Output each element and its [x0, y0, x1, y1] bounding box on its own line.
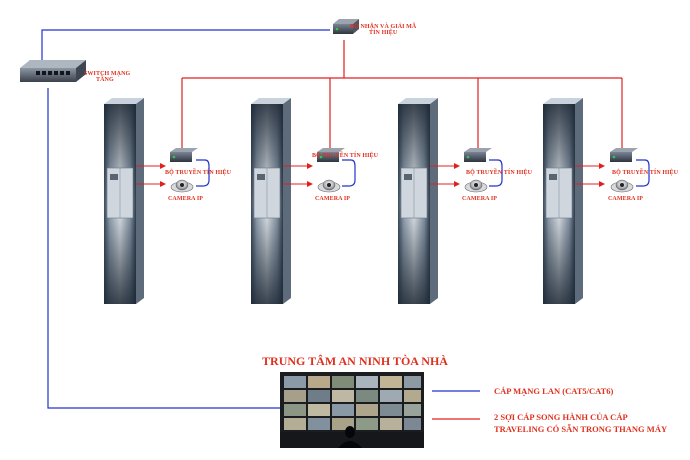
camera-icon-2: [317, 179, 341, 193]
elevator-shaft-3: [398, 98, 460, 304]
transmitter-label-2: BỘ TRUYỀN TÍN HIỆU: [312, 153, 379, 159]
elevator-shaft-2: [251, 98, 313, 304]
lan-cables: [41, 29, 650, 409]
traveling-cables: [181, 40, 623, 152]
video-wall-screens: [284, 376, 421, 430]
lan-loop-3: [489, 159, 503, 187]
receiver-label-line2: TÍN HIỆU: [369, 30, 398, 36]
legend-red-text-line2: TRAVELING CÓ SẴN TRONG THANG MÁY: [494, 424, 668, 434]
receiver-label: BỘ NHẬN VÀ GIẢI MÃ TÍN HIỆU: [350, 24, 416, 36]
legend-blue-text: CÁP MẠNG LAN (CAT5/CAT6): [494, 386, 614, 396]
lan-loop-4: [636, 159, 650, 187]
lan-cable-switch-to-receiver: [41, 29, 330, 62]
camera-label-1: CAMERA IP: [168, 196, 204, 202]
transmitter-device-2: [317, 148, 345, 162]
camera-icon-4: [610, 179, 634, 193]
transmitter-label-1: BỘ TRUYỀN TÍN HIỆU: [165, 170, 232, 176]
transmitter-device-4: [610, 148, 638, 162]
network-switch-device: [20, 60, 86, 82]
elevator-shaft-1: [104, 98, 166, 304]
lan-loop-1: [196, 159, 210, 187]
elevator-shaft-4: [543, 98, 605, 304]
lan-cable-switch-to-center: [47, 88, 284, 409]
receiver-decoder-device: [333, 19, 359, 34]
control-center-title: TRUNG TÂM AN NINH TÒA NHÀ: [262, 354, 448, 368]
transmitter-device-1: [170, 148, 198, 162]
transmitter-label-4: BỘ TRUYỀN TÍN HIỆU: [612, 170, 679, 176]
receiver-label-line1: BỘ NHẬN VÀ GIẢI MÃ: [350, 24, 417, 30]
transmitter-device-3: [464, 148, 492, 162]
camera-icon-1: [170, 179, 194, 193]
operator-silhouette: [345, 426, 355, 438]
transmitter-label-3: BỘ TRUYỀN TÍN HIỆU: [466, 170, 533, 176]
legend-red-text-line1: 2 SỢI CÁP SONG HÀNH CỦA CÁP: [494, 412, 628, 422]
switch-label-line2: TẦNG: [96, 77, 114, 83]
security-center-video-wall: [280, 372, 424, 448]
camera-label-4: CAMERA IP: [608, 196, 644, 202]
camera-label-2: CAMERA IP: [315, 196, 351, 202]
lan-loop-2: [342, 159, 356, 187]
switch-label: SWITCH MẠNG TẦNG: [84, 71, 130, 83]
switch-label-line1: SWITCH MẠNG: [84, 71, 131, 77]
camera-label-3: CAMERA IP: [462, 196, 498, 202]
camera-icon-3: [464, 179, 488, 193]
